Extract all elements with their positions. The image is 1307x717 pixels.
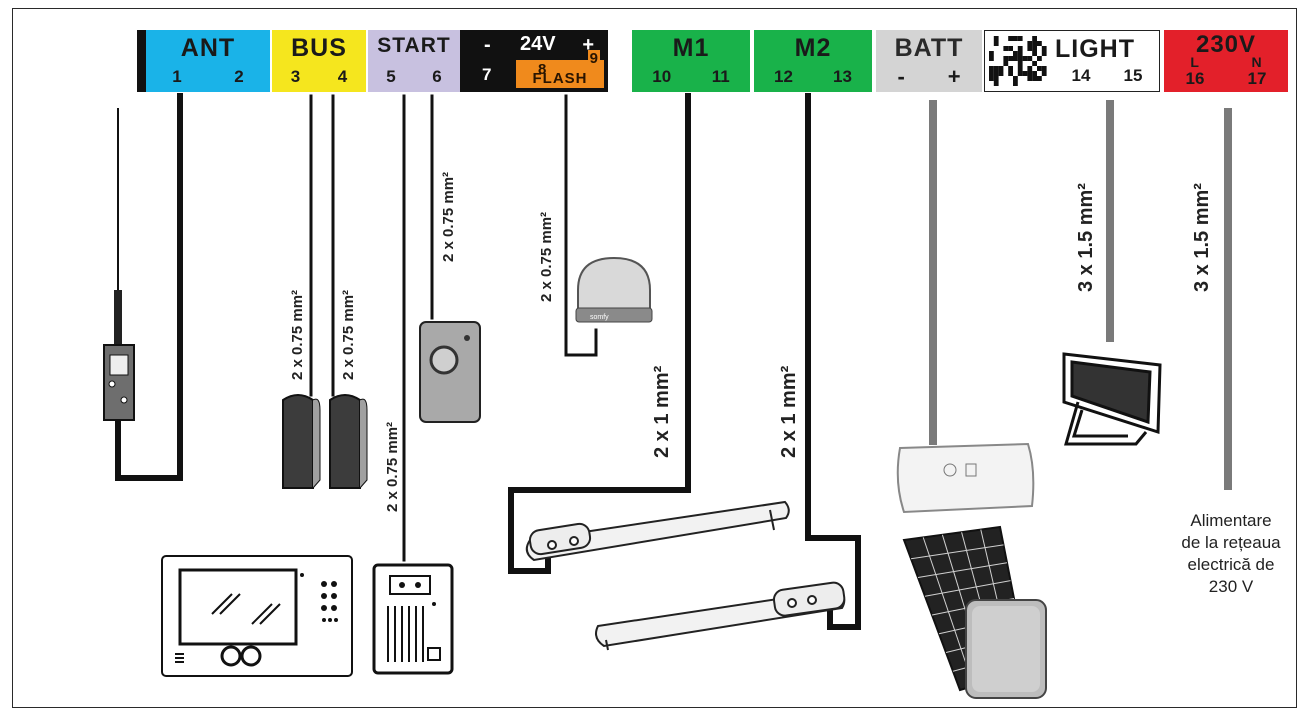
terminal-m1: M1 10 11 <box>632 30 750 92</box>
caption-line: Alimentare <box>1190 511 1272 530</box>
cable-label-start-a: 2 x 0.75 mm² <box>384 421 401 512</box>
terminal-230v-name: 230V <box>1195 31 1257 58</box>
caption-line: de la rețeaua <box>1181 533 1281 552</box>
terminal-bus: BUS 3 4 <box>272 30 366 92</box>
terminal-ant-name: ANT <box>180 34 236 62</box>
antenna-icon <box>103 108 135 421</box>
terminal-start-name: START <box>377 34 451 57</box>
actuator-arm-icon <box>595 581 846 651</box>
terminal-light: LIGHT 14 15 <box>984 30 1160 92</box>
photocell-icon <box>282 394 368 489</box>
battery-pack-icon <box>896 442 1035 514</box>
terminal-m2: M2 12 13 <box>754 30 872 92</box>
terminal-pin: 10 <box>652 67 672 86</box>
terminal-pin: 16 <box>1185 69 1205 88</box>
terminal-bus-name: BUS <box>291 34 347 62</box>
terminal-24v-minus: - <box>484 34 491 56</box>
terminal-start: START 5 6 <box>368 30 460 92</box>
m1-wire <box>508 93 691 574</box>
diagram-frame <box>12 8 1297 708</box>
terminal-24v-plus: + <box>582 34 594 56</box>
flash-wire <box>564 94 598 357</box>
caption-line: electrică de <box>1187 555 1275 574</box>
terminal-batt: BATT - + <box>876 30 982 92</box>
terminal-pin: 15 <box>1123 66 1143 85</box>
terminal-pin: 3 <box>290 67 301 86</box>
terminal-pin: 9 <box>587 50 600 67</box>
cable-label-mains: 3 x 1.5 mm² <box>1191 183 1213 292</box>
terminal-m2-name: M2 <box>794 34 832 62</box>
cable-label-bus-a: 2 x 0.75 mm² <box>289 289 306 380</box>
solar-panel-icon <box>902 525 1047 699</box>
terminal-24v-label: 24V <box>520 33 556 55</box>
terminal-pin: + <box>947 64 961 89</box>
floodlight-icon <box>1062 352 1162 446</box>
cable-label-m2: 2 x 1 mm² <box>778 365 800 458</box>
terminal-24v-flash: - 24V + 7 8 9 FLASH <box>472 30 608 92</box>
antenna-wire <box>115 93 183 481</box>
terminal-pin: 8 <box>538 61 547 78</box>
terminal-pin: 13 <box>833 67 852 86</box>
terminal-strip-left-edge <box>137 30 146 92</box>
terminal-pin: 7 <box>482 65 492 84</box>
terminal-ant: ANT 1 2 <box>146 30 270 92</box>
intercom-monitor-icon <box>161 555 353 677</box>
terminal-230v-l: L <box>1190 54 1199 70</box>
cable-label-bus-b: 2 x 0.75 mm² <box>340 289 357 380</box>
terminal-m1-name: M1 <box>672 34 710 62</box>
terminal-pin: 12 <box>774 67 793 86</box>
cable-label-start-b: 2 x 0.75 mm² <box>440 171 457 262</box>
terminal-pin: 14 <box>1071 66 1091 85</box>
terminal-batt-name: BATT <box>894 34 964 62</box>
cable-label-flash: 2 x 0.75 mm² <box>538 211 555 302</box>
qr-code-icon <box>989 36 1047 86</box>
cable-label-m1: 2 x 1 mm² <box>651 365 673 458</box>
terminal-pin: 4 <box>337 67 348 86</box>
terminal-pin: 1 <box>172 67 182 86</box>
terminal-230v: 230V L N 16 17 <box>1164 30 1288 92</box>
cable-label-light: 3 x 1.5 mm² <box>1075 183 1097 292</box>
terminal-pin: 6 <box>432 67 442 86</box>
terminal-separator <box>460 30 472 92</box>
caption-line: 230 V <box>1208 577 1254 596</box>
terminal-flash-label: FLASH <box>532 70 588 87</box>
terminal-230v-n: N <box>1251 54 1262 70</box>
terminal-pin: 2 <box>234 67 244 86</box>
terminal-pin: 5 <box>386 67 396 86</box>
flash-lamp-icon: somfy <box>575 256 653 323</box>
keypad-icon <box>419 321 481 423</box>
terminal-pin: 11 <box>711 67 730 86</box>
terminal-flash: 8 9 FLASH <box>516 50 604 88</box>
flash-brand-label: somfy <box>590 314 609 321</box>
m2-wire <box>805 93 861 630</box>
terminal-pin: - <box>897 64 905 89</box>
mains-caption: Alimentare de la rețeaua electrică de 23… <box>1162 510 1300 598</box>
video-doorbell-icon <box>372 563 454 675</box>
terminal-pin: 17 <box>1247 69 1267 88</box>
terminal-light-name: LIGHT <box>1055 35 1135 63</box>
actuator-arm-icon <box>525 500 790 562</box>
